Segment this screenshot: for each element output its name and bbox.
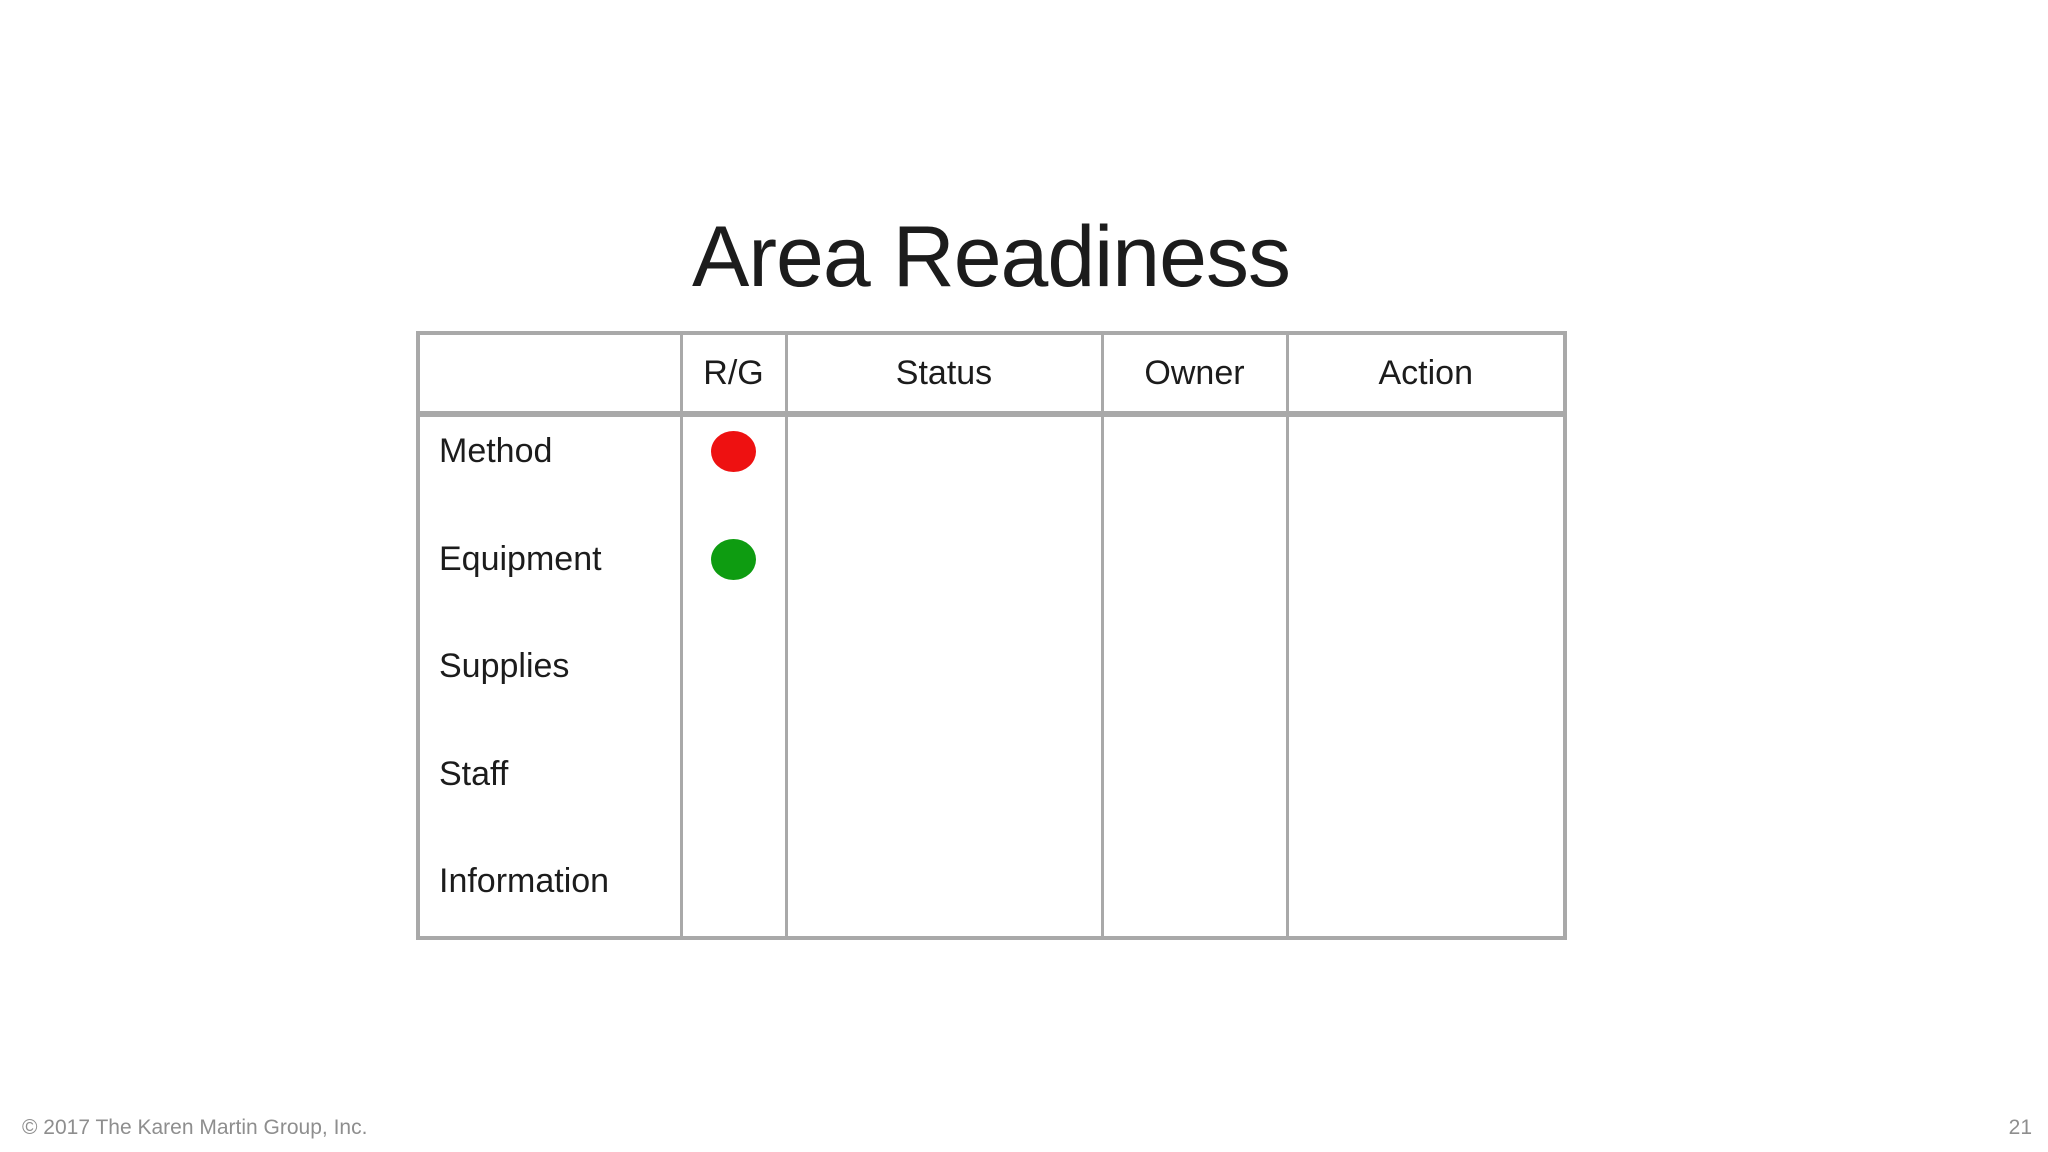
owner-cell	[1100, 412, 1289, 939]
row-label: Equipment	[439, 539, 602, 578]
row-label: Method	[439, 432, 553, 471]
area-label-staff: Staff	[421, 721, 678, 829]
area-labels-cell: Method Equipment Supplies Staff Informat…	[416, 412, 683, 939]
area-readiness-table: R/G Status Owner Action Method Equipment…	[416, 331, 1567, 940]
row-label: Information	[439, 862, 610, 901]
slide-title: Area Readiness	[692, 209, 1291, 305]
rg-indicator-list	[684, 417, 783, 935]
table-body-row: Method Equipment Supplies Staff Informat…	[416, 412, 1567, 939]
status-cell	[784, 412, 1104, 939]
status-dot-method	[711, 431, 756, 473]
status-dot-equipment	[711, 538, 756, 580]
header-cell-action: Action	[1285, 331, 1567, 417]
page-number: 21	[2008, 1116, 2032, 1139]
area-label-supplies: Supplies	[421, 613, 678, 721]
rg-indicator-cell	[679, 412, 788, 939]
copyright-text: © 2017 The Karen Martin Group, Inc.	[22, 1116, 368, 1139]
row-label: Staff	[439, 754, 509, 793]
indicator-line-equipment	[684, 506, 783, 614]
header-cell-status: Status	[784, 331, 1104, 417]
area-label-list: Method Equipment Supplies Staff Informat…	[421, 417, 678, 935]
area-label-information: Information	[421, 828, 678, 935]
area-label-equipment: Equipment	[421, 506, 678, 614]
indicator-line-staff	[684, 721, 783, 829]
indicator-line-supplies	[684, 613, 783, 721]
action-cell	[1285, 412, 1567, 939]
indicator-line-information	[684, 828, 783, 935]
header-cell-owner: Owner	[1100, 331, 1289, 417]
table-header-row: R/G Status Owner Action	[416, 331, 1567, 417]
row-label: Supplies	[439, 647, 570, 686]
area-label-method: Method	[421, 417, 678, 506]
header-cell-blank	[416, 331, 683, 417]
indicator-line-method	[684, 417, 783, 506]
header-cell-rg: R/G	[679, 331, 788, 417]
